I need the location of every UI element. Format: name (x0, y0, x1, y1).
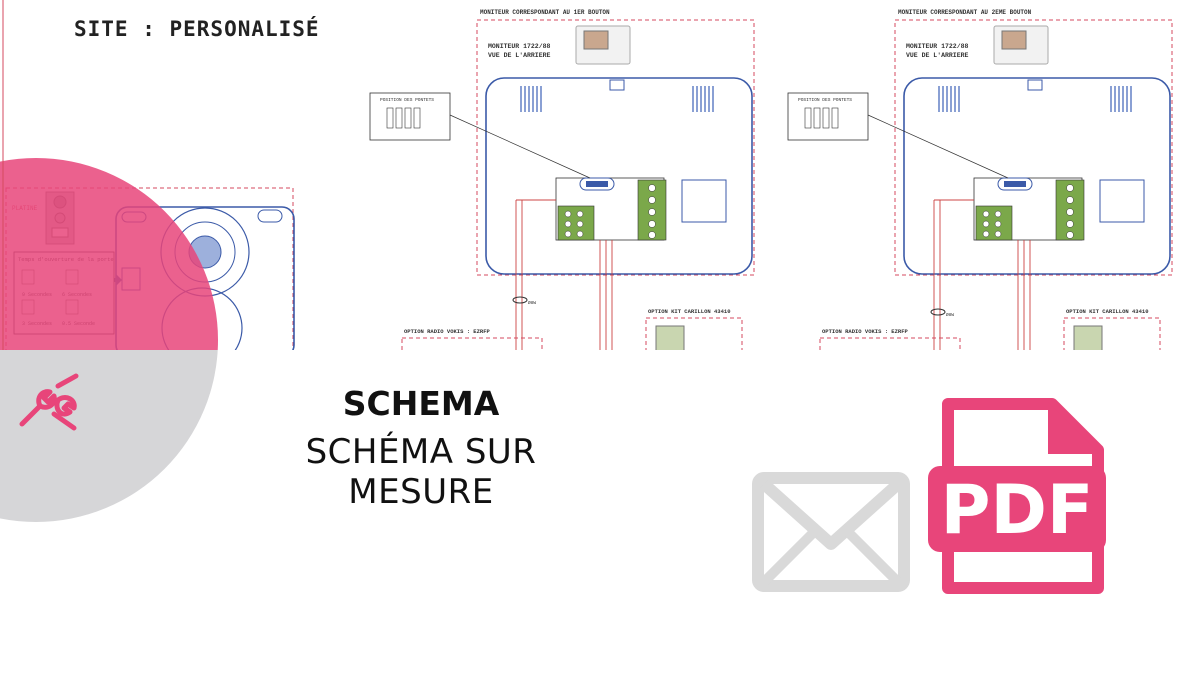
mail-icon (752, 472, 910, 592)
door-time-title: Temps d'ouverture de la porte (18, 256, 114, 263)
door-time-option: 6 Secondes (62, 292, 92, 298)
plate-label: PLATINE (12, 205, 38, 212)
monitor-view: VUE DE L'ARRIERE (488, 52, 551, 59)
monitor-block-title: MONITEUR CORRESPONDANT AU 2EME BOUTON (898, 9, 1032, 16)
cable-label: Ø8W (528, 299, 536, 306)
door-time-option: 3 Secondes (22, 321, 52, 327)
monitor-block-1: MONITEUR CORRESPONDANT AU 1ER BOUTON MON… (369, 9, 755, 350)
door-time-option: 0.5 Seconde (62, 321, 95, 327)
site-label: SITE : PERSONALISÉ (74, 17, 320, 41)
wiring-schematic: PLATINE Temps d'ouverture de la porte 9 … (5, 9, 1173, 350)
radio-option-label: OPTION RADIO VOKIS : EZRFP (404, 328, 491, 335)
pdf-label: PDF (941, 471, 1094, 550)
monitor-block-2: MONITEUR CORRESPONDANT AU 2EME BOUTON MO… (787, 9, 1173, 350)
wrench-icon (19, 373, 79, 431)
dip-switch-title: POSITION DES PONTETS (798, 97, 852, 103)
dip-switch-title: POSITION DES PONTETS (380, 97, 434, 103)
door-plate-diagram: PLATINE Temps d'ouverture de la porte 9 … (5, 187, 295, 350)
cable-label: Ø8W (946, 311, 954, 318)
page-title: SCHEMA (342, 384, 500, 423)
monitor-model: MONITEUR 1722/88 (488, 43, 551, 50)
radio-option-label: OPTION RADIO VOKIS : EZRFP (822, 328, 909, 335)
chime-option-label: OPTION KIT CARILLON 43410 (648, 308, 731, 315)
monitor-block-title: MONITEUR CORRESPONDANT AU 1ER BOUTON (480, 9, 610, 16)
page-subtitle: SCHÉMA SUR MESURE (305, 432, 537, 512)
monitor-view: VUE DE L'ARRIERE (906, 52, 969, 59)
chime-option-label: OPTION KIT CARILLON 43410 (1066, 308, 1149, 315)
pdf-document-icon: PDF (928, 398, 1106, 594)
door-time-option: 9 Secondes (22, 292, 52, 298)
monitor-model: MONITEUR 1722/88 (906, 43, 969, 50)
